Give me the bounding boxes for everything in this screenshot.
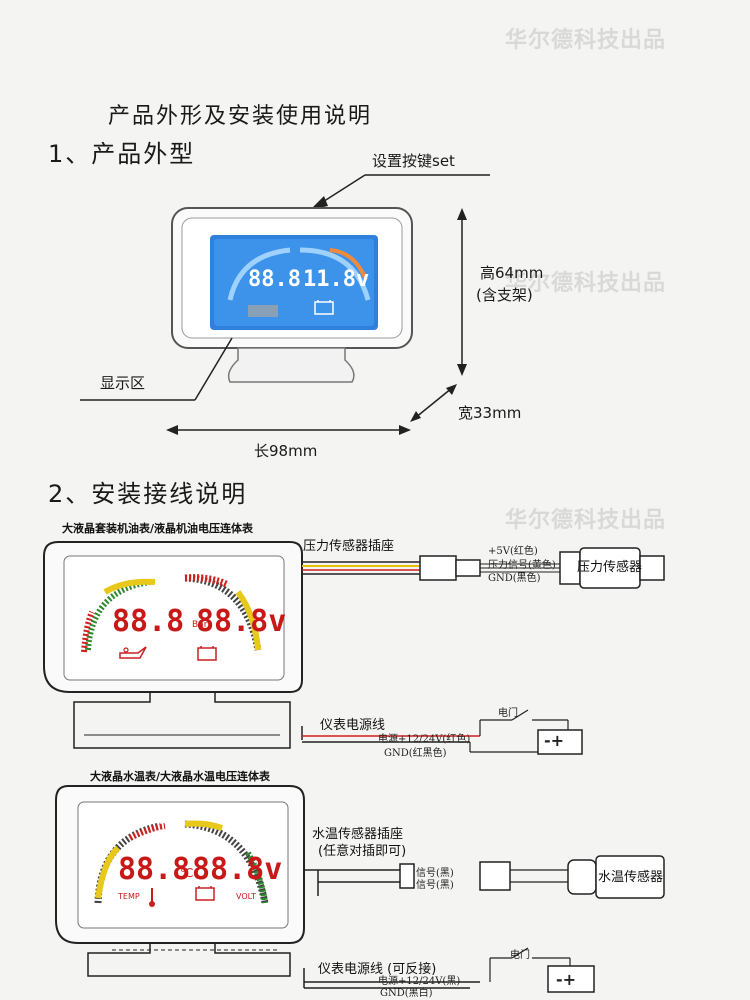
oil-can-icon [119,646,147,659]
gauge2-battery [547,965,595,993]
display-area-label: 显示区 [100,374,146,392]
gauge1-power-wire2: GND(红黑色) [384,748,447,759]
section2-title: 2、安装接线说明 [48,480,248,508]
gauge2-battery-icon [195,886,215,901]
water-temp-sensor-label: 水温传感器 [598,870,664,885]
gauge2-wire2: 信号(黑) [416,880,454,891]
watermark-top: 华尔德科技出品 [505,28,667,53]
length-label: 长98mm [254,442,318,460]
length-dimension [166,425,411,435]
height-note: (含支架) [476,286,533,304]
gauge1-wire1: +5V(红色) [488,546,538,557]
gauge1-power-cable [301,709,569,753]
gauge2-power-wire2: GND(黑白) [380,988,433,999]
gauge2-switch-label: 电门 [510,950,530,961]
battery-icon [314,300,334,315]
gauge1-battery-icon [197,646,217,661]
gauge2-connector-right [479,861,511,891]
gauge1-left-readout: 88.8 [112,604,185,639]
product-outline-diagram [80,174,490,435]
pressure-sensor-label: 压力传感器 [577,560,643,575]
gauge1-caption: 大液晶套装机油表/液晶机油电压连体表 [62,522,254,535]
water-temp-sensor [567,855,665,899]
width-label: 宽33mm [458,404,522,422]
gauge2-power-label: 仪表电源线 (可反接) [318,962,437,977]
gauge1-left-unit: Bar [192,620,208,630]
gauge2-power-cable [303,947,571,989]
gauge2-right-readout: 88.8v [192,852,283,887]
gauge2-sensor-socket-label: 水温传感器插座 [312,827,404,842]
gauge2-connector-left [399,863,415,889]
gauge2-temp-label: TEMP [118,892,140,901]
gauge2-left-unit: ℃ [180,866,194,880]
gauge2-sensor-socket-note: (任意对插即可) [318,844,407,859]
width-dimension [410,384,457,422]
gauge1-wiring-diagram [43,541,665,755]
section1-title: 1、产品外型 [48,140,196,168]
set-key-label: 设置按键set [372,152,455,170]
lcd-indicator-block [248,305,278,317]
gauge1-battery-label: -+ [544,731,565,750]
gauge1-bracket [73,692,291,749]
gauge2-power-wire1: 电源+12/24V(黑) [378,976,461,987]
mounting-bracket [227,347,355,383]
gauge2-left-readout: 88.8 [118,852,191,887]
gauge2-caption: 大液晶水温表/大液晶水温电压连体表 [90,770,271,783]
gauge1-sensor-socket-label: 压力传感器插座 [303,539,395,554]
pressure-sensor [559,547,665,589]
set-key-arrow [310,174,490,210]
thermometer-icon [149,888,155,907]
gauge2-lcd [77,801,289,929]
watermark-lower: 华尔德科技出品 [505,508,667,533]
gauge1-sensor-cable [302,561,420,575]
gauge1-wire3: GND(黑色) [488,573,541,584]
gauge1-battery [537,729,583,755]
gauge2-wiring-diagram [55,785,665,993]
lcd-right-readout: 11.8v [303,267,370,292]
display-area-pointer [80,337,233,401]
gauge1-connector [419,555,457,581]
page-title: 产品外形及安装使用说明 [108,104,373,129]
height-dimension [457,208,467,376]
gauge2-bracket [87,943,291,977]
gauge1-power-label: 仪表电源线 [320,718,386,733]
height-label: 高64mm [480,264,544,282]
watermark-middle: 华尔德科技出品 [505,271,667,296]
gauge2-sensor-cable [304,869,400,896]
gauge2-wire1: 信号(黑) [416,868,454,879]
gauge2-volt-label: VOLT [236,892,256,901]
gauge2-battery-label: -+ [556,970,577,989]
gauge1-right-readout: 88.8v [196,604,287,639]
gauge1-switch-label: 电门 [498,708,518,719]
lcd-left-readout: 88.8 [248,267,301,292]
gauge1-power-wire1: 电源+12/24V(红色) [378,734,471,745]
gauge1-wire2: 压力信号(黄色) [488,560,556,571]
